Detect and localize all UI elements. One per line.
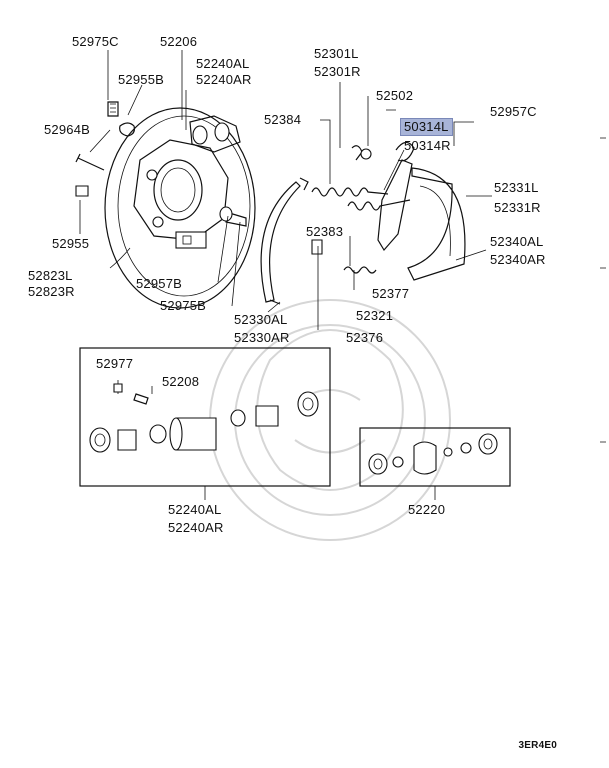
label-52206: 52206: [160, 34, 198, 49]
label-52340AL: 52340AL: [490, 234, 544, 249]
label-52823L: 52823L: [28, 268, 73, 283]
diagram-code: 3ER4E0: [518, 740, 557, 751]
edge-mark: [600, 137, 606, 443]
label-52240AR-box: 52240AR: [168, 520, 224, 535]
label-52955: 52955: [52, 236, 90, 251]
label-52975B: 52975B: [160, 298, 207, 313]
label-52957C: 52957C: [490, 104, 537, 119]
label-52377: 52377: [372, 286, 410, 301]
label-52823R: 52823R: [28, 284, 75, 299]
label-52240AL-top: 52240AL: [196, 56, 250, 71]
label-52977: 52977: [96, 356, 134, 371]
label-52384: 52384: [264, 112, 302, 127]
label-52376: 52376: [346, 330, 384, 345]
label-52331L: 52331L: [494, 180, 539, 195]
repair-kit-parts: [368, 433, 498, 475]
label-52220: 52220: [408, 502, 446, 517]
label-52975C: 52975C: [72, 34, 119, 49]
label-52502: 52502: [376, 88, 414, 103]
springs-and-levers: [311, 141, 415, 274]
label-52330AL: 52330AL: [234, 312, 288, 327]
brake-shoe-52340: [407, 167, 466, 281]
label-52301L: 52301L: [314, 46, 359, 61]
label-52240AL-box: 52240AL: [168, 502, 222, 517]
label-52340AR: 52340AR: [490, 252, 546, 267]
label-52383: 52383: [306, 224, 344, 239]
backing-plate-52823: [104, 107, 256, 309]
label-52331R: 52331R: [494, 200, 541, 215]
wheel-cylinder-kit-box: [79, 347, 331, 487]
label-52955B: 52955B: [118, 72, 165, 87]
cylinder-repair-kit-box: [359, 427, 511, 487]
label-52964B: 52964B: [44, 122, 91, 137]
label-52330AR: 52330AR: [234, 330, 290, 345]
left-hardware: [75, 101, 247, 227]
label-52321: 52321: [356, 308, 394, 323]
label-52208: 52208: [162, 374, 200, 389]
brake-shoe-52330: [260, 177, 309, 305]
label-52240AR-top: 52240AR: [196, 72, 252, 87]
label-50314R: 50314R: [404, 138, 451, 153]
wheel-cylinder-parts: [89, 383, 319, 453]
label-50314L-highlighted[interactable]: 50314L: [400, 118, 453, 136]
label-52957B: 52957B: [136, 276, 183, 291]
label-52301R: 52301R: [314, 64, 361, 79]
